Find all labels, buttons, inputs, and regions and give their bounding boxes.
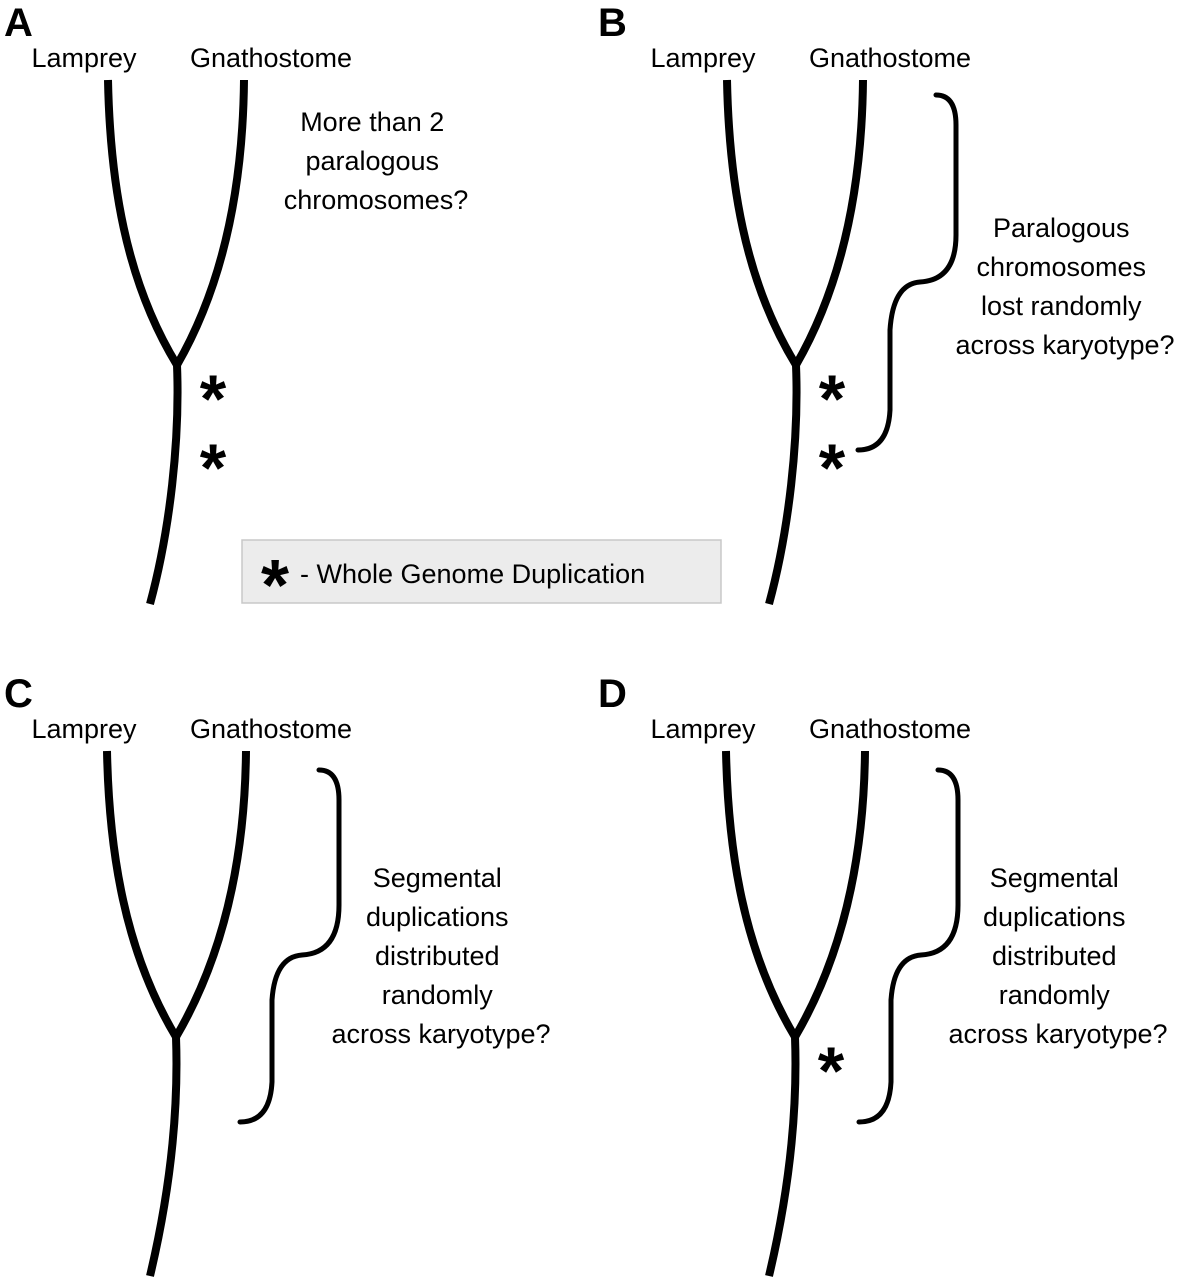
note-a-line-1: More than 2 — [300, 107, 444, 137]
panel-b: B Lamprey Gnathostome Paralogous chromos… — [598, 1, 1175, 606]
branch-stem-a — [146, 364, 182, 606]
wgd-star-d-1: * — [818, 1033, 845, 1109]
branch-gnathostome-c — [172, 750, 250, 1040]
note-a-line-3: chromosomes? — [284, 185, 469, 215]
branch-gnathostome-d — [791, 750, 869, 1040]
note-b-line-3: lost randomly — [981, 291, 1142, 321]
brace-d — [856, 767, 961, 1125]
branch-lamprey-a — [104, 79, 181, 368]
branch-lamprey-d — [722, 750, 799, 1040]
note-c: Segmental duplications distributed rando… — [331, 863, 550, 1049]
taxon-lamprey-a: Lamprey — [31, 43, 137, 73]
note-b-line-2: chromosomes — [976, 252, 1146, 282]
note-d-line-5: across karyotype? — [948, 1019, 1167, 1049]
legend-label: - Whole Genome Duplication — [300, 559, 645, 589]
note-c-line-4: randomly — [382, 980, 494, 1010]
panel-letter-d: D — [598, 672, 627, 716]
note-c-line-3: distributed — [375, 941, 500, 971]
branch-stem-b — [765, 364, 801, 606]
brace-c — [237, 767, 342, 1125]
panel-d: D Lamprey Gnathostome Segmental duplicat… — [598, 672, 1168, 1277]
wgd-star-b-1: * — [819, 361, 846, 437]
branch-lamprey-c — [103, 750, 180, 1040]
branch-lamprey-b — [723, 79, 800, 368]
taxon-lamprey-d: Lamprey — [650, 714, 756, 744]
note-d-line-3: distributed — [992, 941, 1117, 971]
note-b-line-1: Paralogous — [993, 213, 1130, 243]
taxon-gnathostome-a: Gnathostome — [190, 43, 352, 73]
legend-box — [241, 539, 722, 604]
panel-letter-c: C — [4, 672, 33, 716]
panel-letter-a: A — [4, 1, 33, 45]
note-d-line-1: Segmental — [990, 863, 1119, 893]
wgd-star-a-2: * — [200, 430, 227, 506]
note-a-line-2: paralogous — [305, 146, 439, 176]
taxon-lamprey-c: Lamprey — [31, 714, 137, 744]
wgd-star-b-2: * — [819, 430, 846, 506]
panel-letter-b: B — [598, 1, 627, 45]
branch-stem-c — [146, 1036, 181, 1277]
note-c-line-1: Segmental — [373, 863, 502, 893]
note-d: Segmental duplications distributed rando… — [948, 863, 1167, 1049]
note-c-line-2: duplications — [366, 902, 509, 932]
brace-b — [855, 92, 959, 453]
taxon-gnathostome-d: Gnathostome — [809, 714, 971, 744]
branch-gnathostome-b — [792, 79, 867, 367]
branch-gnathostome-a — [173, 79, 248, 367]
taxon-lamprey-b: Lamprey — [650, 43, 756, 73]
note-c-line-5: across karyotype? — [331, 1019, 550, 1049]
legend: * - Whole Genome Duplication — [241, 539, 722, 626]
panel-a: A Lamprey Gnathostome More than 2 paralo… — [4, 1, 722, 626]
note-d-line-4: randomly — [999, 980, 1111, 1010]
panel-c: C Lamprey Gnathostome Segmental duplicat… — [4, 672, 551, 1277]
note-d-line-2: duplications — [983, 902, 1126, 932]
note-a: More than 2 paralogous chromosomes? — [284, 107, 469, 215]
wgd-star-a-1: * — [200, 361, 227, 437]
taxon-gnathostome-b: Gnathostome — [809, 43, 971, 73]
legend-star-icon: * — [261, 546, 289, 626]
note-b: Paralogous chromosomes lost randomly acr… — [955, 213, 1174, 360]
branch-stem-d — [765, 1036, 800, 1277]
note-b-line-4: across karyotype? — [955, 330, 1174, 360]
taxon-gnathostome-c: Gnathostome — [190, 714, 352, 744]
